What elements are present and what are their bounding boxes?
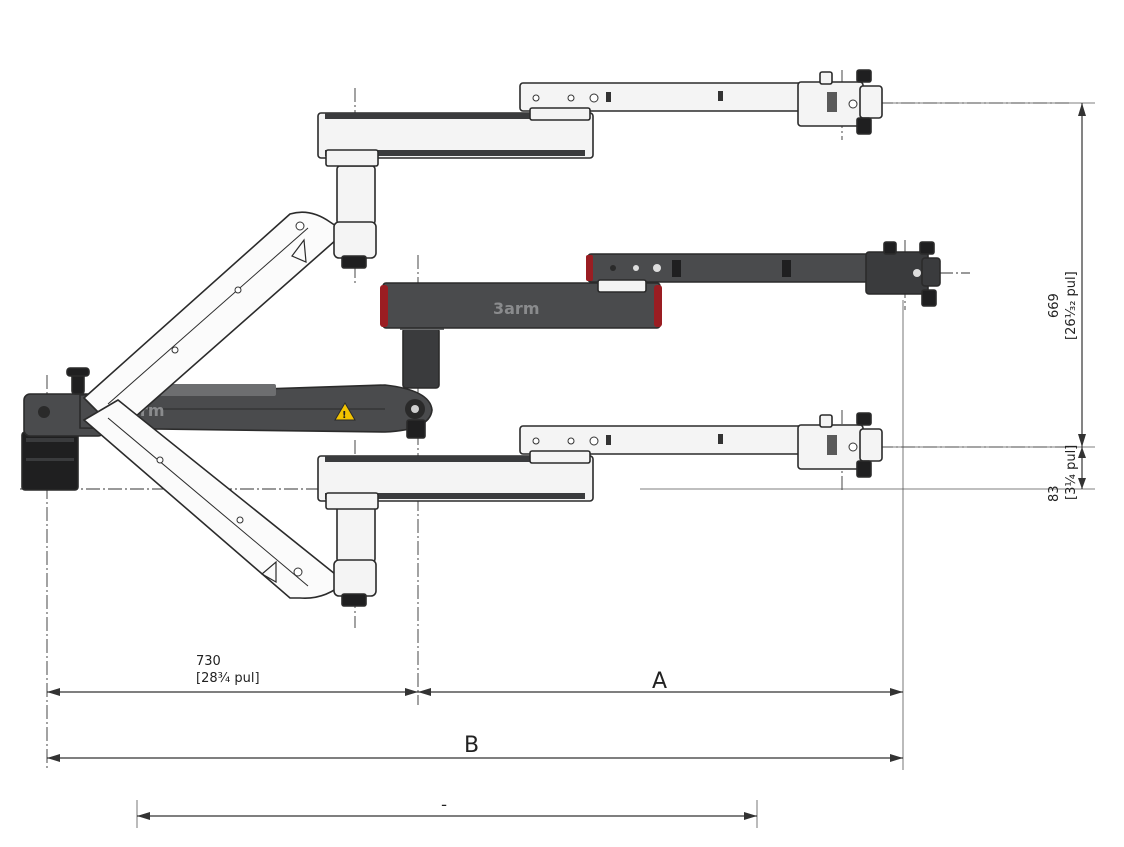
upper-elbow-joint (333, 165, 377, 269)
dimension-span-c: ـ (136, 794, 758, 828)
dimension-offset: 83 [3¼ pul] (1047, 445, 1086, 502)
base-mount (21, 367, 105, 491)
middle-elbow-joint (400, 320, 444, 389)
dimension-offset-mm: 83 (1047, 485, 1062, 502)
dimension-reach-lower-in: [28¾ pul] (196, 671, 260, 686)
dimension-reach-lower-mm: 730 (196, 654, 221, 669)
dimension-reach-lower: 730 [28¾ pul] (47, 654, 418, 696)
dimension-span-b-label: B (464, 733, 479, 758)
dimension-span-a: A (418, 669, 903, 696)
brand-label-top: 3arm (493, 299, 540, 318)
dimension-height-mm: 669 (1047, 293, 1062, 318)
svg-text:!: ! (342, 410, 347, 421)
lower-elbow-joint (333, 503, 377, 607)
dimension-height: 669 [26¹⁄₃₂ pul] (1047, 103, 1086, 447)
bottom-horizontal-arm (317, 412, 883, 510)
middle-horizontal-arm: 3arm (380, 241, 941, 329)
dimension-span-c-label: ـ (441, 794, 447, 810)
top-horizontal-arm (317, 69, 883, 167)
dimension-offset-in: [3¼ pul] (1064, 445, 1079, 500)
dimension-span-a-label: A (652, 669, 667, 694)
dimension-height-in: [26¹⁄₃₂ pul] (1064, 271, 1079, 340)
parallel-arm-dark: 3arm ! (79, 384, 433, 439)
dimension-span-b: B (47, 733, 903, 762)
warning-triangle-icon: ! (334, 402, 356, 421)
